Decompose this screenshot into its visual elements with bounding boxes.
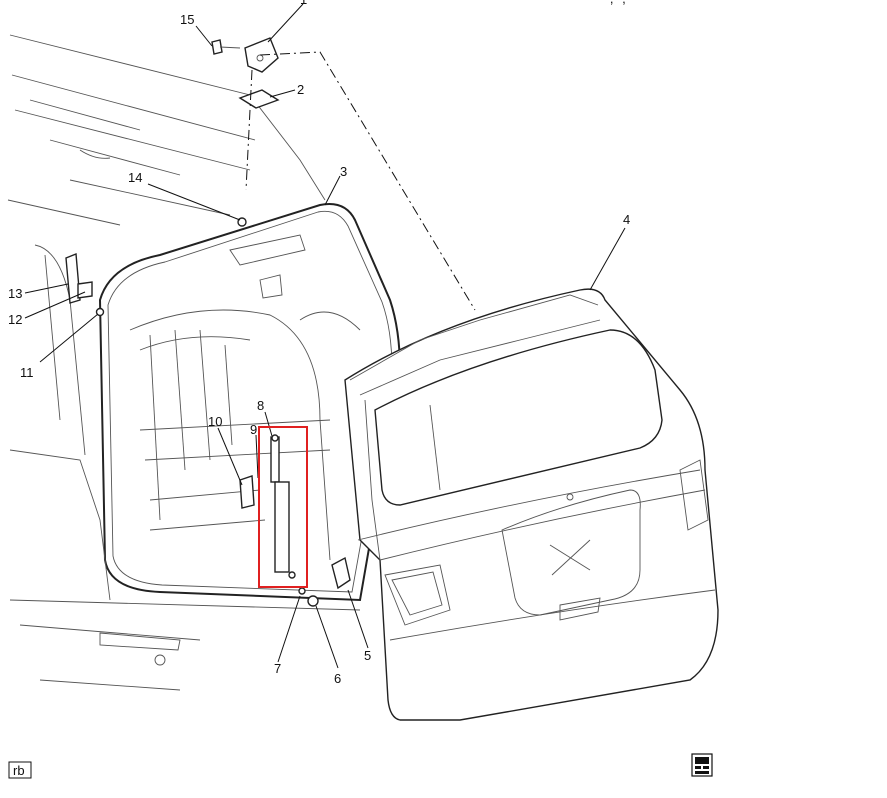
callout-11: 11 bbox=[20, 365, 34, 380]
part-5-hinge-bracket bbox=[331, 556, 351, 590]
header-partial-text: ··· ··· ··,··,···· bbox=[568, 0, 643, 6]
view-tag: rb bbox=[8, 761, 32, 779]
callout-9: 9 bbox=[250, 422, 257, 437]
callout-2: 2 bbox=[297, 82, 304, 97]
part-7-clip bbox=[298, 587, 306, 595]
part-15-bolt bbox=[211, 39, 241, 55]
callout-4: 4 bbox=[623, 212, 630, 227]
callout-7: 7 bbox=[274, 661, 281, 676]
highlight-box bbox=[258, 426, 308, 588]
callout-8: 8 bbox=[257, 398, 264, 413]
part-6-grommet bbox=[307, 595, 319, 607]
callout-14: 14 bbox=[128, 170, 142, 185]
callout-5: 5 bbox=[364, 648, 371, 663]
view-tag-label: rb bbox=[13, 763, 25, 778]
part-11-retainer bbox=[95, 307, 105, 317]
callout-15: 15 bbox=[180, 12, 194, 27]
vehicle-body bbox=[7, 34, 402, 691]
page-info-icon[interactable] bbox=[691, 753, 713, 777]
part-8-gas-strut bbox=[270, 434, 296, 579]
callout-13: 13 bbox=[8, 286, 22, 301]
part-10-bracket bbox=[239, 475, 255, 509]
callout-10: 10 bbox=[208, 414, 222, 429]
callout-3: 3 bbox=[340, 164, 347, 179]
callout-12: 12 bbox=[8, 312, 22, 327]
part-13-bracket bbox=[65, 252, 93, 304]
leader-lines bbox=[24, 3, 626, 669]
part-2-plate bbox=[238, 89, 280, 109]
liftgate-assembly bbox=[344, 288, 719, 721]
callout-6: 6 bbox=[334, 671, 341, 686]
callouts: 15 1 2 3 4 14 13 12 11 10 8 9 5 6 7 bbox=[8, 0, 630, 686]
callout-1: 1 bbox=[300, 0, 307, 7]
weatherstrip-outer bbox=[98, 203, 402, 602]
